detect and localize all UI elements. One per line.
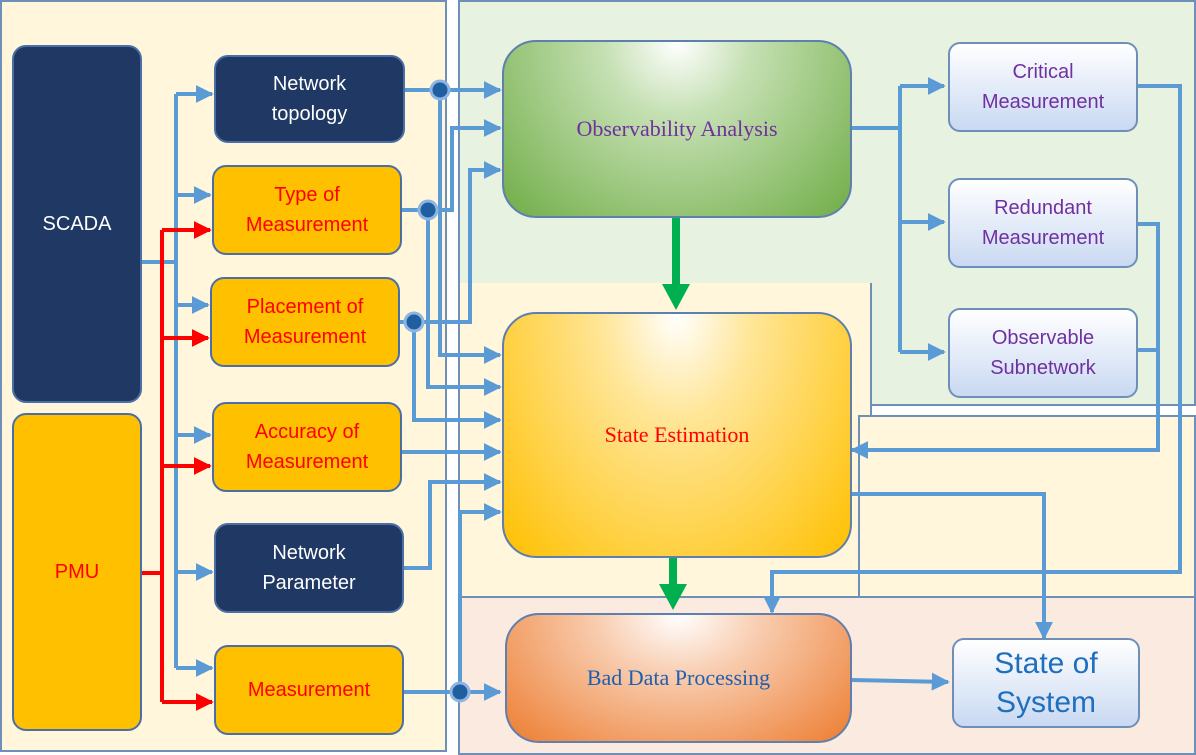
scada-links [140,85,214,677]
network-topology-box: Network topology [214,55,405,143]
state-of-system-box: State of System [952,638,1140,728]
redundant-measurement-label: Redundant Measurement [981,197,1105,249]
feedback-links [763,84,1182,691]
type-of-measurement-label: Type of Measurement [245,184,369,236]
flow-arrows [659,218,690,610]
bad-data-processing-block: Bad Data Processing [505,613,852,743]
scada-block: SCADA [12,45,142,403]
pmu-block: PMU [12,413,142,731]
measurement-box: Measurement [214,645,404,735]
network-parameter-label: Network Parameter [262,542,356,594]
type-of-measurement-box: Type of Measurement [212,165,402,255]
state-estimation-block: State Estimation [502,312,852,558]
state-estimation-label: State Estimation [604,422,750,447]
placement-of-measurement-box: Placement of Measurement [210,277,400,367]
pmu-links [140,221,214,711]
bad-data-processing-label: Bad Data Processing [586,665,771,690]
junction-nodes [403,79,471,703]
pmu-label: PMU [54,561,100,583]
redundant-measurement-box: Redundant Measurement [948,178,1138,268]
critical-measurement-label: Critical Measurement [981,61,1105,113]
state-of-system-label: State of System [994,647,1098,719]
network-topology-label: Network topology [271,73,348,125]
observability-analysis-label: Observability Analysis [576,116,778,141]
critical-measurement-box: Critical Measurement [948,42,1138,132]
scada-label: SCADA [42,213,112,235]
placement-of-measurement-label: Placement of Measurement [243,296,367,348]
accuracy-of-measurement-box: Accuracy of Measurement [212,402,402,492]
accuracy-of-measurement-label: Accuracy of Measurement [245,421,369,473]
observability-output-links [852,77,946,361]
observable-subnetwork-label: Observable Subnetwork [990,327,1096,379]
observability-analysis-block: Observability Analysis [502,40,852,218]
measurement-label: Measurement [247,679,371,701]
network-parameter-box: Network Parameter [214,523,404,613]
observable-subnetwork-box: Observable Subnetwork [948,308,1138,398]
input-links [400,81,502,701]
